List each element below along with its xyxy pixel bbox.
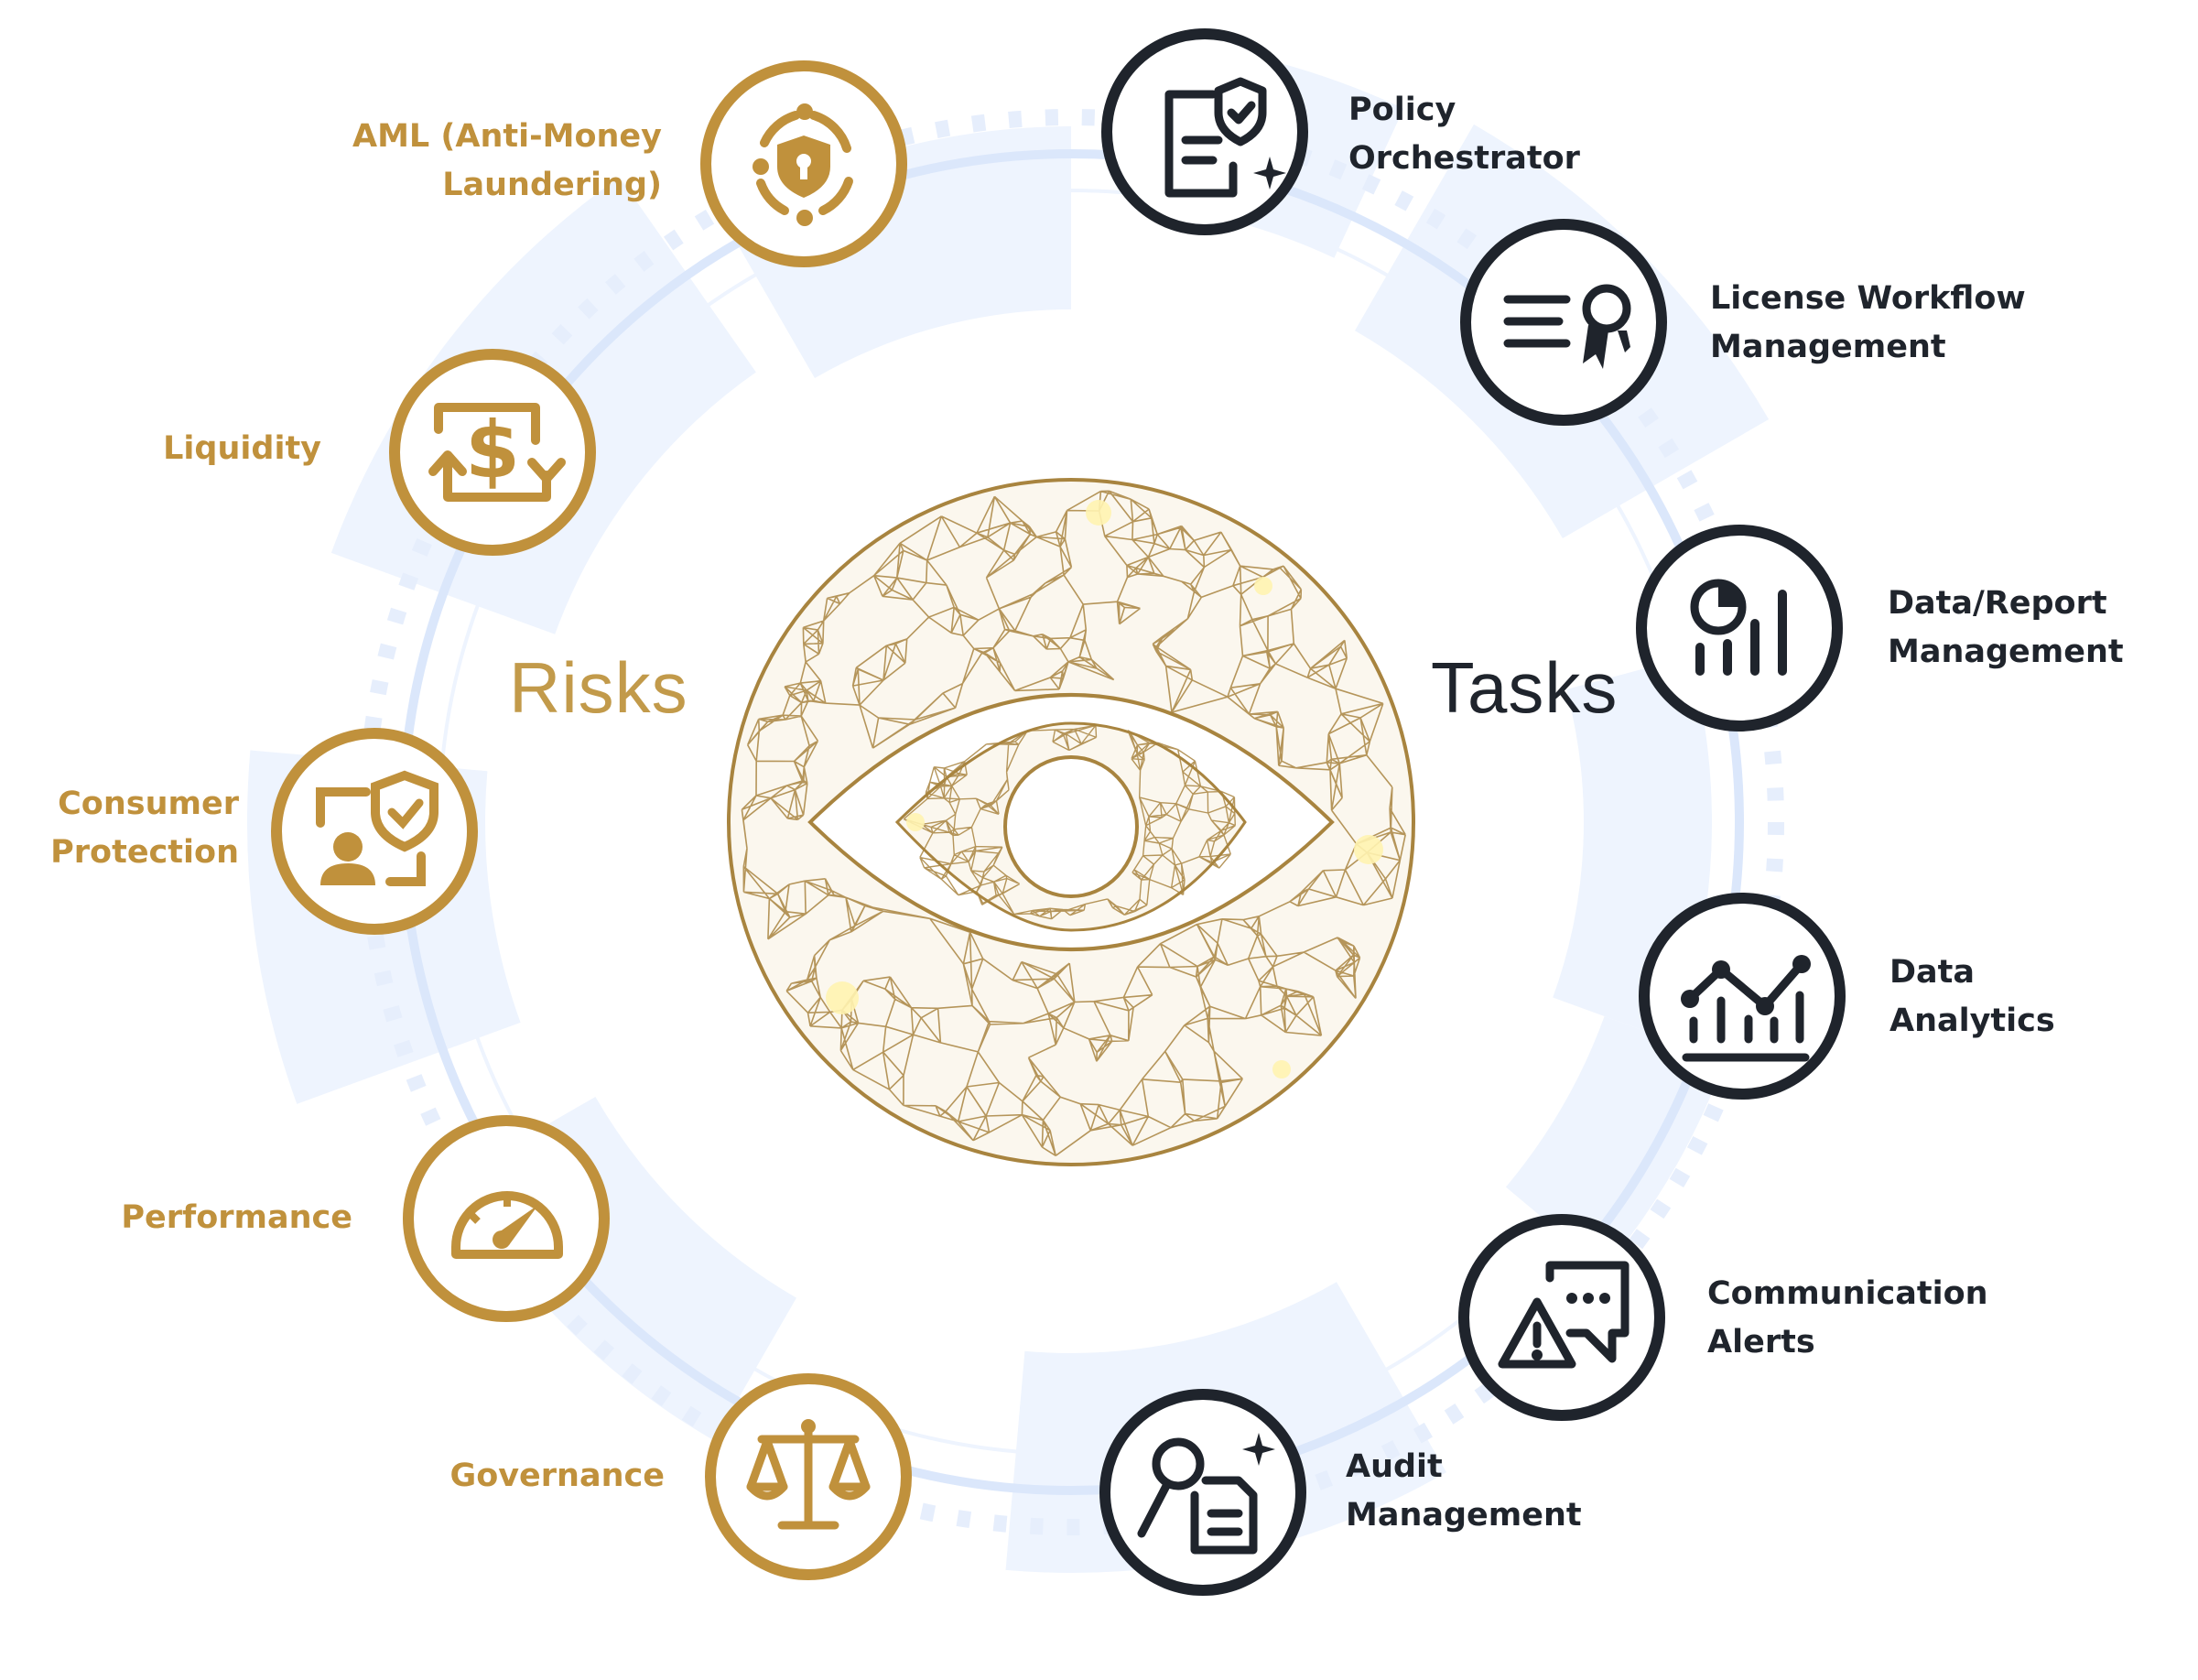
audit-management-label: Audit Management xyxy=(1346,1443,1582,1540)
license-workflow-label: License Workflow Management xyxy=(1710,275,2026,372)
liquidity-node: $ xyxy=(389,349,596,556)
sparkle xyxy=(1086,500,1111,526)
performance-label: Performance xyxy=(121,1194,352,1242)
balance-scale-icon xyxy=(746,1419,871,1530)
consumer-protection-label-line: Consumer xyxy=(58,786,239,822)
shield-lock-orbit-icon xyxy=(753,103,853,226)
performance-label-line: Performance xyxy=(121,1199,352,1236)
sparkle xyxy=(1272,1060,1291,1078)
mesh-eye-emblem xyxy=(727,478,1415,1166)
audit-search-document-icon xyxy=(1137,1433,1275,1555)
risks-heading: Risks xyxy=(509,647,688,728)
tasks-heading: Tasks xyxy=(1431,647,1619,728)
aml-label: AML (Anti-Money Laundering) xyxy=(352,113,662,210)
data-analytics-label: Data Analytics xyxy=(1889,948,2055,1046)
policy-orchestrator-label: Policy Orchestrator xyxy=(1348,86,1580,183)
data-report-label: Data/Report Management xyxy=(1888,580,2124,677)
consumer-protection-label-line: Protection xyxy=(50,834,239,871)
communication-alerts-label-line: Alerts xyxy=(1707,1324,1815,1360)
communication-alerts-label-line: Communication xyxy=(1707,1275,1988,1312)
policy-document-shield-icon xyxy=(1164,77,1286,198)
svg-text:$: $ xyxy=(465,405,520,496)
data-report-label-line: Management xyxy=(1888,634,2124,670)
alert-chat-icon xyxy=(1498,1261,1630,1369)
aml-node xyxy=(700,60,907,267)
policy-orchestrator-node xyxy=(1101,28,1308,235)
sparkle xyxy=(906,813,925,831)
consumer-protection-label: Consumer Protection xyxy=(50,780,239,877)
report-chart-icon xyxy=(1690,579,1787,676)
mesh-lines xyxy=(741,490,1406,1156)
consumer-protection-icon xyxy=(316,770,439,886)
license-workflow-label-line: License Workflow xyxy=(1710,280,2026,317)
policy-orchestrator-label-line: Policy xyxy=(1348,92,1456,128)
aml-label-line: AML (Anti-Money xyxy=(352,118,662,155)
pupil xyxy=(1003,755,1139,898)
sparkle xyxy=(1354,835,1383,864)
license-workflow-node xyxy=(1460,219,1667,426)
sparkle xyxy=(1254,577,1272,595)
governance-label-line: Governance xyxy=(449,1458,665,1494)
governance-label: Governance xyxy=(449,1452,665,1501)
consumer-protection-node xyxy=(271,728,478,935)
sparkle xyxy=(826,981,859,1014)
governance-node xyxy=(705,1373,912,1580)
policy-orchestrator-label-line: Orchestrator xyxy=(1348,140,1580,177)
data-analytics-label-line: Data xyxy=(1889,954,1976,991)
audit-management-node xyxy=(1099,1389,1306,1596)
license-award-icon xyxy=(1503,284,1631,369)
liquidity-label: Liquidity xyxy=(163,425,321,473)
data-analytics-node xyxy=(1639,893,1846,1100)
liquidity-label-line: Liquidity xyxy=(163,430,321,467)
communication-alerts-node xyxy=(1458,1214,1665,1421)
data-report-label-line: Data/Report xyxy=(1888,585,2107,622)
analytics-line-chart-icon xyxy=(1681,955,1811,1062)
audit-management-label-line: Audit xyxy=(1346,1448,1443,1485)
performance-node xyxy=(403,1115,610,1322)
mesh-lines xyxy=(903,724,1236,920)
dollar-exchange-icon: $ xyxy=(428,403,566,502)
license-workflow-label-line: Management xyxy=(1710,329,1946,365)
data-analytics-label-line: Analytics xyxy=(1889,1003,2055,1039)
audit-management-label-line: Management xyxy=(1346,1497,1582,1534)
speedometer-icon xyxy=(451,1191,563,1259)
communication-alerts-label: Communication Alerts xyxy=(1707,1270,1988,1367)
aml-label-line: Laundering) xyxy=(442,167,662,203)
data-report-node xyxy=(1636,525,1843,732)
dashed-ring xyxy=(358,109,1784,1535)
